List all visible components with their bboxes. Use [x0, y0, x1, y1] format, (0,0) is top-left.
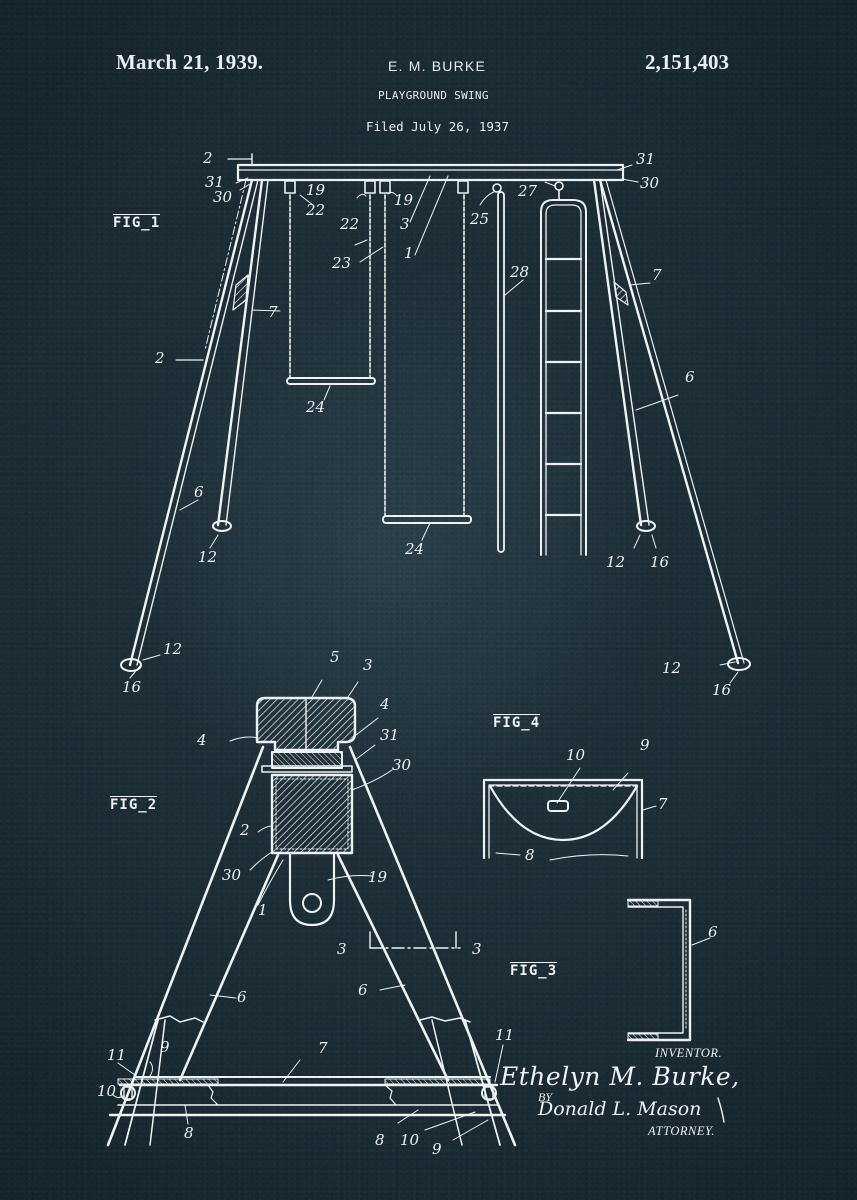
ref-numeral: 6: [358, 981, 368, 999]
figure-1-swing-frame: [120, 153, 751, 684]
patent-title: PLAYGROUND SWING: [378, 89, 489, 102]
ref-numeral: 25: [470, 210, 490, 228]
ref-numeral: 22: [306, 201, 326, 219]
ref-numeral: 1: [258, 901, 268, 919]
ref-numeral: 12: [198, 548, 218, 566]
ref-numeral: 30: [640, 174, 660, 192]
by-label: BY: [538, 1090, 553, 1104]
ref-numeral: 19: [306, 181, 326, 199]
ref-numeral: 10: [97, 1082, 117, 1100]
ref-numeral: 22: [340, 215, 360, 233]
inventor-caption: INVENTOR.: [655, 1046, 723, 1060]
ref-numeral: 12: [163, 640, 183, 658]
figure-3-channel: [626, 898, 711, 1042]
ref-numeral: 7: [268, 303, 278, 321]
ref-numeral: 10: [400, 1131, 420, 1149]
fig-2-label: FIG_2: [110, 796, 158, 813]
ref-numeral: 30: [392, 756, 412, 774]
ref-numeral: 16: [650, 553, 670, 571]
ref-numeral: 9: [640, 736, 650, 754]
ref-numeral: 3: [363, 656, 373, 674]
ref-numeral: 23: [332, 254, 352, 272]
patent-date: March 21, 1939.: [116, 50, 264, 74]
ref-numeral: 11: [495, 1026, 515, 1044]
ref-numeral: 31: [205, 173, 225, 191]
fig-3-label: FIG_3: [510, 962, 558, 979]
ref-numeral: 3: [337, 940, 347, 958]
ref-numeral: 7: [652, 266, 662, 284]
ref-numeral: 12: [606, 553, 626, 571]
fig-1-label: FIG_1: [113, 214, 161, 231]
ref-numeral: 30: [213, 188, 233, 206]
ref-numeral: 16: [122, 678, 142, 696]
attorney-signature: Donald L. Mason: [538, 1098, 702, 1120]
ref-numeral: 8: [375, 1131, 385, 1149]
ref-numeral: 31: [636, 150, 656, 168]
ref-numeral: 8: [184, 1124, 194, 1142]
signature-flourish: [717, 1097, 725, 1123]
ref-numeral: 19: [368, 868, 388, 886]
ref-numeral: 24: [306, 398, 326, 416]
ref-numeral: 24: [405, 540, 425, 558]
ref-numeral: 10: [566, 746, 586, 764]
inventor-heading: E. M. BURKE: [388, 58, 486, 74]
ref-numeral: 28: [510, 263, 530, 281]
figure-2-cross-section: [106, 679, 517, 1147]
ref-numeral: 4: [380, 695, 390, 713]
ref-numeral: 16: [712, 681, 732, 699]
ref-numeral: 2: [203, 149, 213, 167]
ref-numeral: 11: [107, 1046, 127, 1064]
ref-numeral: 7: [318, 1039, 328, 1057]
ref-numeral: 2: [155, 349, 165, 367]
ref-numeral: 7: [658, 795, 668, 813]
ref-numeral: 27: [518, 182, 538, 200]
ref-numeral: 6: [194, 483, 204, 501]
patent-number: 2,151,403: [645, 50, 729, 74]
ref-numeral: 9: [160, 1038, 170, 1056]
ref-numeral: 1: [404, 244, 414, 262]
ref-numeral: 2: [240, 821, 250, 839]
ref-numeral: 3: [400, 215, 410, 233]
ref-numeral: 9: [432, 1140, 442, 1158]
ref-numeral: 8: [525, 846, 535, 864]
ref-numeral: 6: [237, 988, 247, 1006]
inventor-signature: Ethelyn M. Burke,: [500, 1062, 740, 1091]
ref-numeral: 12: [662, 659, 682, 677]
ref-numeral: 5: [330, 648, 340, 666]
filed-date: Filed July 26, 1937: [366, 119, 509, 134]
ref-numeral: 19: [394, 191, 414, 209]
ref-numeral: 30: [222, 866, 242, 884]
figure-4-bracket: [482, 767, 657, 861]
fig-4-label: FIG_4: [493, 714, 541, 731]
attorney-caption: ATTORNEY.: [648, 1124, 715, 1138]
ref-numeral: 31: [380, 726, 400, 744]
ref-numeral: 3: [472, 940, 482, 958]
ref-numeral: 6: [685, 368, 695, 386]
ref-numeral: 4: [197, 731, 207, 749]
ref-numeral: 6: [708, 923, 718, 941]
